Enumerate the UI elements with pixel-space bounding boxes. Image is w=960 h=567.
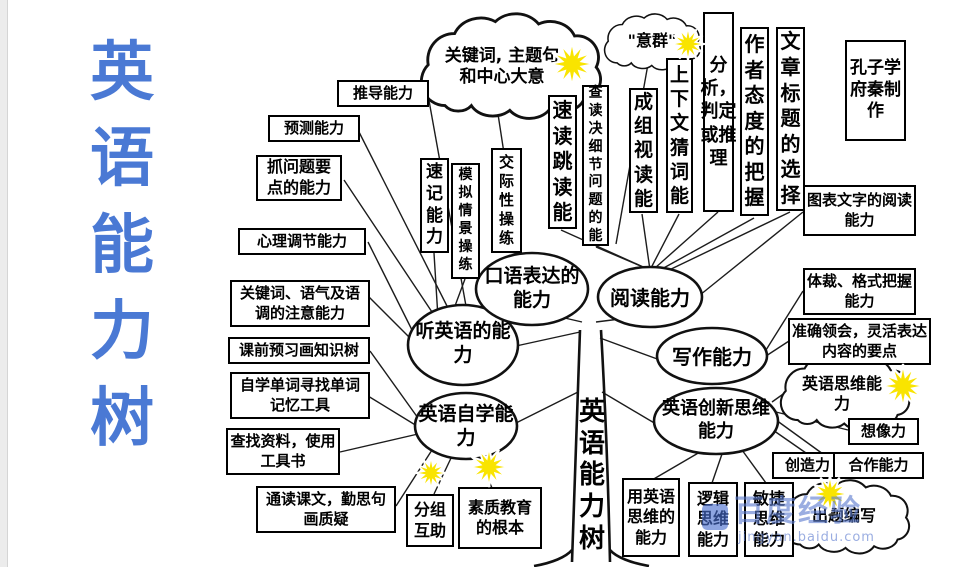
box-quality-education-foundation: 素质教育的根本	[458, 487, 542, 549]
oval-label-creative-thinking: 英语创新思维能力	[662, 398, 770, 442]
box-think-in-english: 用英语思维的能力	[622, 478, 680, 557]
box-chunk-reading: 成组视读能	[629, 88, 658, 213]
cloud-label-english-thinking: 英语思维能力	[802, 374, 883, 413]
box-accurate-flexible-expression: 准确领会，灵活表达内容的要点	[788, 318, 931, 365]
box-reference-books: 查找资料，使用工具书	[226, 428, 340, 475]
box-scan-detail-questions: 查读决细节问题的能	[582, 85, 609, 246]
box-cooperation-ability: 合作能力	[833, 452, 924, 479]
box-chart-text-reading: 图表文字的阅读能力	[803, 185, 916, 236]
box-grasp-key-points: 抓问题要点的能力	[256, 155, 342, 201]
oval-label-self-study: 英语自学能力	[418, 403, 514, 449]
box-analysis-judgment-reasoning: 分析，判定或推理	[701, 12, 737, 212]
box-imagination: 想像力	[848, 418, 919, 445]
box-read-through-text: 通读课文，勤思句画质疑	[256, 486, 396, 533]
oval-label-listening: 听英语的能力	[415, 320, 511, 366]
box-communicative-practice: 交际性操练	[491, 148, 522, 253]
box-genre-format: 体裁、格式把握能力	[803, 268, 916, 315]
box-keyword-tone-attention: 关键词、语气及语调的注意能力	[230, 280, 370, 327]
watermark-url: jingyan.baidu.com	[738, 530, 875, 545]
star-burst-group-help	[414, 456, 448, 490]
box-preview-knowledge-tree: 课前预习画知识树	[228, 337, 370, 364]
left-edge-strip	[0, 0, 8, 567]
box-title-selection: 文章标题的选择	[776, 27, 805, 211]
oval-label-speaking: 口语表达的能力	[484, 265, 580, 311]
watermark-brand: 百度经验	[734, 494, 862, 529]
box-psychological-adjustment: 心理调节能力	[238, 228, 366, 255]
cloud-label-keywords: 关键词, 主题句和中心大意	[444, 46, 560, 88]
box-inference-ability: 推导能力	[337, 80, 429, 107]
star-burst-quality-education	[468, 446, 510, 488]
trunk-root-left	[533, 549, 573, 567]
box-author-attitude: 作者态度的把握	[740, 27, 769, 216]
oval-label-writing: 写作能力	[672, 345, 752, 369]
box-shorthand-ability: 速记能力	[420, 158, 449, 253]
oval-label-reading: 阅读能力	[610, 286, 690, 310]
baidu-jingyan-logo-icon	[702, 503, 728, 530]
box-context-word-guessing: 上下文猜词能	[666, 58, 693, 213]
star-burst-english-thinking	[879, 362, 927, 410]
cloud-label-sense-group: "意群"	[627, 31, 677, 50]
trunk-label: 英语能力树	[578, 397, 605, 554]
box-prediction-ability: 预测能力	[268, 115, 360, 142]
box-simulated-scenario-practice: 模拟情景操练	[451, 163, 480, 279]
box-group-mutual-help: 分组互助	[406, 494, 454, 547]
page-title: 英语能力树	[90, 35, 154, 456]
watermark: 百度经验 jingyan.baidu.com	[702, 486, 875, 545]
box-skim-skip-reading: 速读跳读能	[548, 95, 577, 229]
box-word-memory-tools: 自学单词寻找单词记忆工具	[230, 372, 370, 419]
box-kongzi-credit: 孔子学府秦制作	[845, 40, 906, 141]
